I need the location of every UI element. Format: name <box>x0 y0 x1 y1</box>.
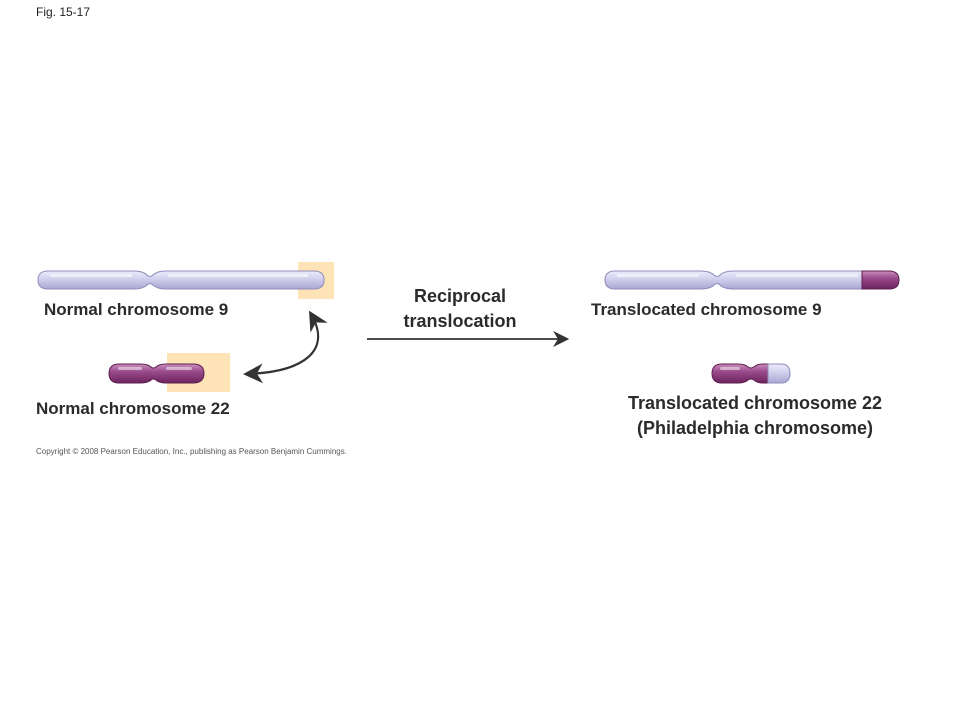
label-normal-chromosome-22: Normal chromosome 22 <box>36 399 230 418</box>
label-normal-chromosome-9: Normal chromosome 9 <box>44 300 229 319</box>
translocated-chromosome-9 <box>604 270 900 290</box>
exchange-arrow <box>243 310 328 384</box>
label-reciprocal-translocation: Reciprocal translocation <box>370 284 550 334</box>
label-translocated-22-line2: (Philadelphia chromosome) <box>636 418 874 438</box>
figure-number: Fig. 15-17 <box>36 5 91 19</box>
label-translocated-chromosome-9: Translocated chromosome 9 <box>591 300 822 319</box>
label-reciprocal-line2: translocation <box>403 311 517 331</box>
normal-chromosome-9 <box>37 270 325 290</box>
label-translocated-chromosome-22: Translocated chromosome 22 (Philadelphia… <box>585 391 925 441</box>
copyright-notice: Copyright © 2008 Pearson Education, Inc.… <box>36 447 347 456</box>
normal-chromosome-22 <box>108 363 205 384</box>
translocated-chromosome-22 <box>711 363 791 384</box>
label-translocated-22-line1: Translocated chromosome 22 <box>627 393 883 413</box>
label-reciprocal-line1: Reciprocal <box>413 286 507 306</box>
